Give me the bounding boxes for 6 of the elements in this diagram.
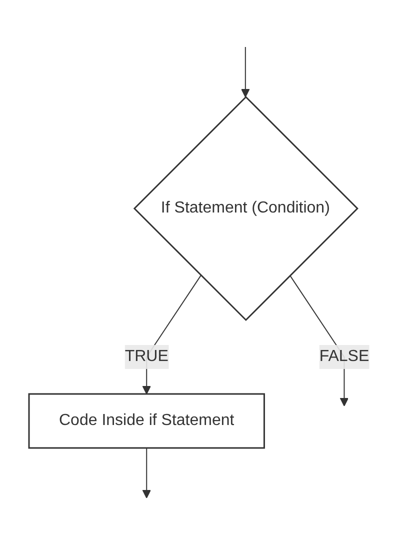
node-box: Code Inside if Statement [28, 392, 266, 448]
node-diamond: If Statement (Condition) [134, 95, 359, 321]
arrow [142, 446, 152, 498]
edge-label: TRUE [125, 347, 169, 364]
arrow [241, 46, 250, 97]
edge-label: FALSE [320, 347, 370, 364]
